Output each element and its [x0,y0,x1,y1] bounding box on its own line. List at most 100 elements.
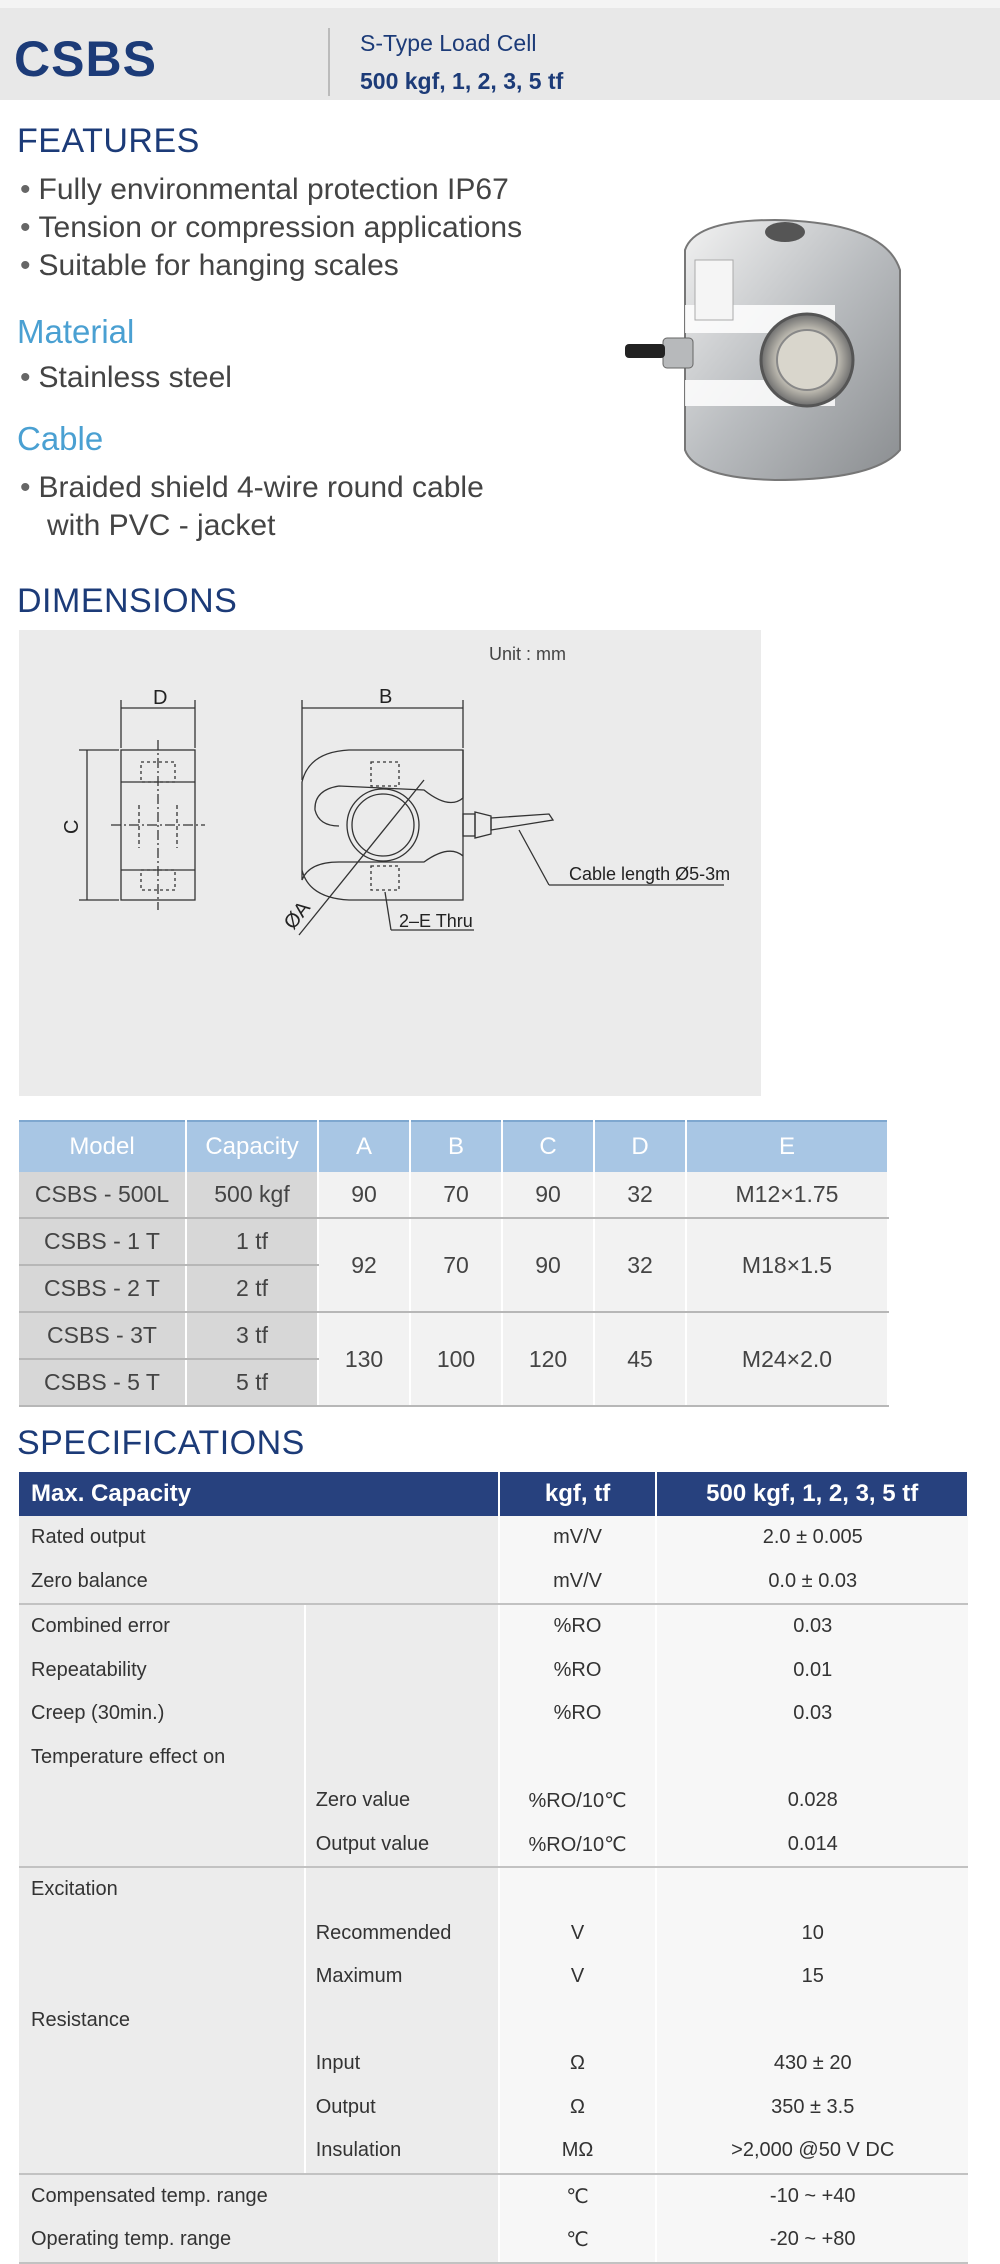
table-row: Resistance [19,1998,968,2042]
b-cell: 70 [410,1172,503,1219]
model-name: CSBS [14,31,157,87]
dim-d-label: D [153,687,167,709]
capacity-cell: 2 tf [186,1265,319,1313]
spec-subname: Output [303,2085,499,2129]
page-header: CSBS S-Type Load Cell 500 kgf, 1, 2, 3, … [0,0,1000,100]
spec-value: 430 ± 20 [655,2042,968,2086]
spec-unit [497,1998,657,2042]
spec-name: Excitation [19,1867,305,1912]
table-row: Input Ω 430 ± 20 [19,2042,968,2086]
spec-subname: Zero value [303,1779,499,1823]
table-row: Output value %RO/10℃ 0.014 [19,1822,968,1868]
capacity-cell: 3 tf [186,1312,319,1360]
spec-value: 10 [655,1911,968,1955]
spec-value [655,1735,968,1779]
spec-name: Zero balance [19,1559,499,1605]
cable-length-label: Cable length Ø5-3m [569,864,730,884]
value-header: 500 kgf, 1, 2, 3, 5 tf [656,1472,969,1516]
spec-name: Operating temp. range [19,2218,499,2264]
dim-c-label: C [61,820,83,834]
spec-name: Resistance [19,1998,305,2042]
spec-subname: Maximum [303,1955,499,1999]
col-model: Model [19,1120,187,1172]
model-cell: CSBS - 500L [19,1172,187,1219]
col-e: E [686,1120,889,1172]
capacity-cell: 500 kgf [186,1172,319,1219]
list-item: •Braided shield 4-wire round cable [20,471,484,504]
product-type: S-Type Load Cell [360,30,537,56]
spec-unit [497,1735,657,1779]
col-c: C [502,1120,595,1172]
spec-name [19,1955,305,1999]
spec-value: -10 ~ +40 [655,2173,968,2218]
table-row: CSBS - 2 T 2 tf [19,1265,888,1313]
max-capacity-header: Max. Capacity [19,1472,500,1516]
spec-subname [303,1604,499,1649]
table-row: Compensated temp. range ℃ -10 ~ +40 [19,2173,968,2218]
model-cell: CSBS - 3T [19,1312,187,1360]
spec-value: 0.03 [655,1692,968,1736]
e-cell: M24×2.0 [686,1312,889,1407]
spec-value: -20 ~ +80 [655,2218,968,2264]
spec-unit: %RO [497,1692,657,1736]
col-d: D [594,1120,687,1172]
c-cell: 90 [502,1218,595,1313]
technical-drawing: D C B ØA 2–E Thru Cable length Ø5-3m [61,686,730,936]
spec-name: Combined error [19,1604,305,1649]
d-cell: 45 [594,1312,687,1407]
table-header-row: Max. Capacity kgf, tf 500 kgf, 1, 2, 3, … [19,1472,969,1516]
cable-heading: Cable [17,420,104,457]
unit-label: Unit : mm [489,644,567,664]
spec-value: 2.0 ± 0.005 [655,1516,968,1560]
spec-unit: MΩ [497,2129,657,2175]
e-cell: M12×1.75 [686,1172,889,1219]
capacity-range: 500 kgf, 1, 2, 3, 5 tf [360,68,564,94]
spec-unit: %RO/10℃ [497,1779,657,1823]
table-row: CSBS - 1 T 1 tf 92 70 90 32 M18×1.5 [19,1218,889,1313]
table-header-row: Model Capacity A B C D E [19,1120,889,1172]
spec-unit: Ω [497,2042,657,2086]
table-row: Zero balance mV/V 0.0 ± 0.03 [19,1559,968,1605]
spec-name: Rated output [19,1516,499,1560]
capacity-cell: 1 tf [186,1218,319,1266]
a-cell: 130 [318,1312,411,1407]
table-row: Repeatability %RO 0.01 [19,1648,968,1692]
spec-value: 15 [655,1955,968,1999]
specifications-table: Max. Capacity kgf, tf 500 kgf, 1, 2, 3, … [19,1472,969,2264]
b-cell: 70 [410,1218,503,1313]
spec-value: 0.0 ± 0.03 [655,1559,968,1605]
spec-unit: Ω [497,2085,657,2129]
dimensions-heading: DIMENSIONS [17,582,238,620]
table-row: Maximum V 15 [19,1955,968,1999]
table-row: CSBS - 3T 3 tf 130 100 120 45 M24×2.0 [19,1312,889,1407]
model-cell: CSBS - 2 T [19,1265,187,1313]
table-row: Recommended V 10 [19,1911,968,1955]
spec-unit: ℃ [497,2173,657,2218]
spec-name [19,2042,305,2086]
spec-unit [497,1867,657,1912]
spec-value: 0.03 [655,1604,968,1649]
specifications-heading: SPECIFICATIONS [17,1424,305,1462]
c-cell: 120 [502,1312,595,1407]
table-row: Temperature effect on [19,1735,968,1779]
material-heading: Material [17,313,135,350]
spec-name [19,1779,305,1823]
spec-name: Repeatability [19,1648,305,1692]
spec-unit: %RO [497,1604,657,1649]
spec-value [655,1998,968,2042]
dim-a-label: ØA [280,897,316,934]
table-row: CSBS - 5 T 5 tf [19,1359,888,1407]
table-row: Combined error %RO 0.03 [19,1604,968,1649]
header-divider [328,28,330,96]
table-row: Insulation MΩ >2,000 @50 V DC [19,2129,968,2175]
spec-unit: mV/V [497,1559,657,1605]
material-list: •Stainless steel [20,359,232,397]
dimension-drawing: Unit : mm D C [19,630,761,1096]
spec-name [19,1911,305,1955]
unit-header: kgf, tf [498,1472,658,1516]
thru-label: 2–E Thru [399,911,473,931]
a-cell: 92 [318,1218,411,1313]
col-b: B [410,1120,503,1172]
spec-subname [303,1998,499,2042]
list-item-continued: with PVC - jacket [47,509,276,542]
